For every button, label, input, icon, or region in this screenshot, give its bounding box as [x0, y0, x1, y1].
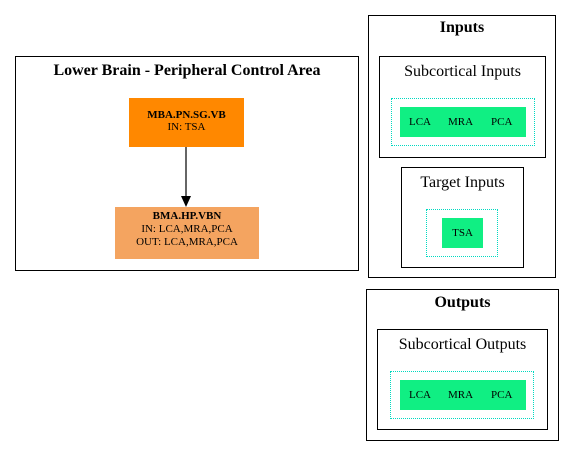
subcortical-outputs-port-group	[390, 371, 534, 419]
target-inputs-title: Target Inputs	[420, 174, 505, 191]
subcortical-inputs-port-group	[391, 98, 535, 146]
node-bma[interactable]: BMA.HP.VBN IN: LCA,MRA,PCA OUT: LCA,MRA,…	[115, 207, 259, 259]
input-port-mra: MRA	[448, 116, 474, 128]
edge-arrowhead	[181, 196, 191, 207]
target-inputs-cluster: Target Inputs	[401, 167, 524, 268]
node-bma-in: IN: LCA,MRA,PCA	[141, 223, 233, 235]
subcortical-inputs-port[interactable]: LCA MRA PCA	[400, 107, 526, 137]
subcortical-outputs-port[interactable]: LCA MRA PCA	[400, 380, 526, 410]
input-port-pca: PCA	[491, 116, 513, 128]
output-port-pca: PCA	[491, 389, 513, 401]
node-bma-out: OUT: LCA,MRA,PCA	[136, 236, 238, 248]
node-bma-name: BMA.HP.VBN	[152, 210, 222, 222]
target-inputs-port[interactable]: TSA	[442, 218, 483, 248]
node-mba-in: IN: TSA	[167, 121, 206, 133]
node-mba[interactable]: MBA.PN.SG.VB IN: TSA	[129, 98, 244, 147]
target-inputs-port-group	[426, 209, 498, 257]
inputs-title: Inputs	[439, 19, 485, 36]
node-mba-name: MBA.PN.SG.VB	[147, 109, 226, 121]
input-port-lca: LCA	[409, 116, 431, 128]
lower-brain-title: Lower Brain - Peripheral Control Area	[53, 62, 321, 79]
input-port-tsa: TSA	[452, 227, 473, 239]
output-port-lca: LCA	[409, 389, 431, 401]
output-port-mra: MRA	[448, 389, 474, 401]
subcortical-inputs-title: Subcortical Inputs	[404, 63, 521, 80]
outputs-title: Outputs	[434, 294, 491, 311]
subcortical-outputs-title: Subcortical Outputs	[398, 336, 527, 353]
subcortical-outputs-cluster: Subcortical Outputs	[377, 329, 548, 430]
